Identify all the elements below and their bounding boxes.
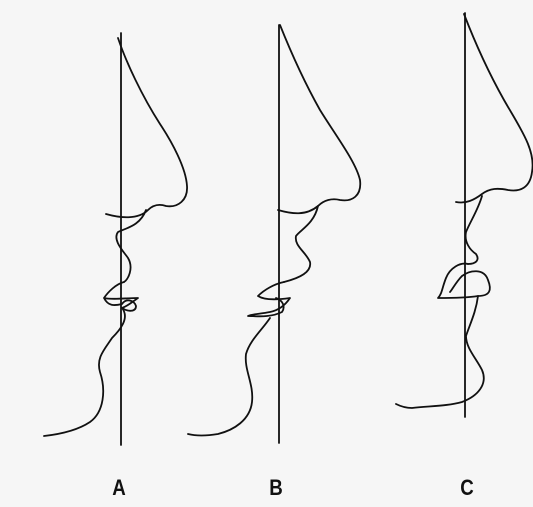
- profile-c-nose: [456, 14, 533, 203]
- profile-a-chin: [44, 308, 125, 436]
- profile-c-label: C: [460, 477, 474, 499]
- profile-a: [44, 33, 187, 445]
- profile-c-upper-lip: [466, 196, 482, 264]
- profile-a-nose: [106, 38, 187, 217]
- profile-c: [396, 13, 533, 417]
- profile-b-label: B: [269, 477, 283, 499]
- profile-b-nose: [278, 25, 360, 213]
- profile-a-label: A: [112, 477, 126, 499]
- profile-b-upper-lip: [284, 206, 318, 282]
- profile-b: [188, 25, 360, 443]
- profile-c-chin: [396, 296, 484, 408]
- profile-b-chin: [188, 318, 270, 436]
- profile-b-lips: [248, 282, 290, 316]
- profile-c-lips: [438, 264, 490, 298]
